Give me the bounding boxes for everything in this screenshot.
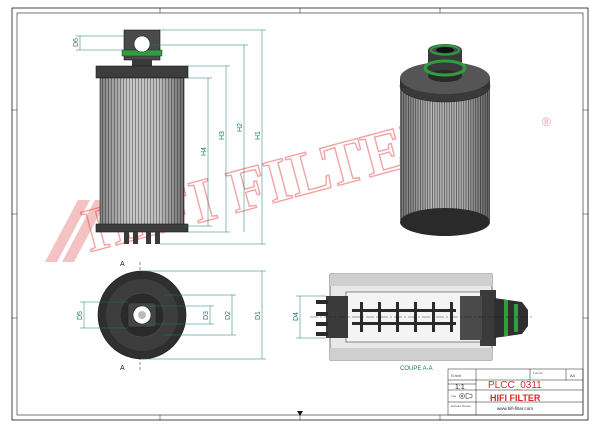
frame-ticks — [12, 8, 588, 420]
tb-part-number: PLCC_0311 — [488, 380, 542, 391]
section-view — [310, 273, 534, 361]
dim-d3: D3 — [203, 311, 210, 320]
section-marker-top: A — [120, 261, 125, 268]
dim-h1: H1 — [255, 131, 262, 140]
tb-label-echelle: Echelle — [451, 374, 462, 378]
title-block — [447, 368, 584, 416]
tb-label-pieces: Echelle Pieces — [451, 404, 471, 408]
dim-h3: H3 — [219, 131, 226, 140]
iso-green-seal-top — [430, 44, 460, 56]
dim-h2: H2 — [237, 123, 244, 132]
dim-d2: D2 — [225, 311, 232, 320]
watermark-registered: ® — [542, 115, 551, 129]
watermark-stripes — [45, 200, 107, 262]
iso-bottom-cap — [400, 208, 490, 236]
isometric-view — [399, 44, 491, 236]
projection-symbol-icon — [459, 393, 473, 399]
dim-d1: D1 — [255, 311, 262, 320]
bottom-view — [97, 270, 187, 360]
tb-scale: 1:1 — [455, 384, 465, 391]
tb-website: www.hifi-filter.com — [497, 406, 533, 411]
top-end-cap — [95, 65, 189, 79]
iso-green-seal — [423, 59, 467, 77]
bottom-end-cap — [95, 223, 189, 233]
section-caption: COUPE A-A — [400, 366, 433, 372]
section-dimensions — [296, 295, 326, 339]
section-marker-bottom: A — [120, 365, 125, 372]
dim-h4: H4 — [201, 147, 208, 156]
tb-label-format: Format — [533, 371, 543, 375]
dim-d5: D5 — [77, 311, 84, 320]
center-arrow-icon — [297, 411, 303, 416]
front-view — [95, 29, 189, 244]
bottom-dimensions — [80, 262, 266, 370]
dim-d6: D6 — [73, 38, 80, 47]
tb-label-a4: A4 — [570, 373, 576, 378]
tb-brand: HIFI FILTER — [490, 393, 541, 403]
outlet-hole — [133, 35, 151, 53]
tb-label-vue: Vue — [451, 394, 457, 398]
dim-d4: D4 — [293, 312, 300, 321]
front-dimensions — [76, 29, 266, 245]
